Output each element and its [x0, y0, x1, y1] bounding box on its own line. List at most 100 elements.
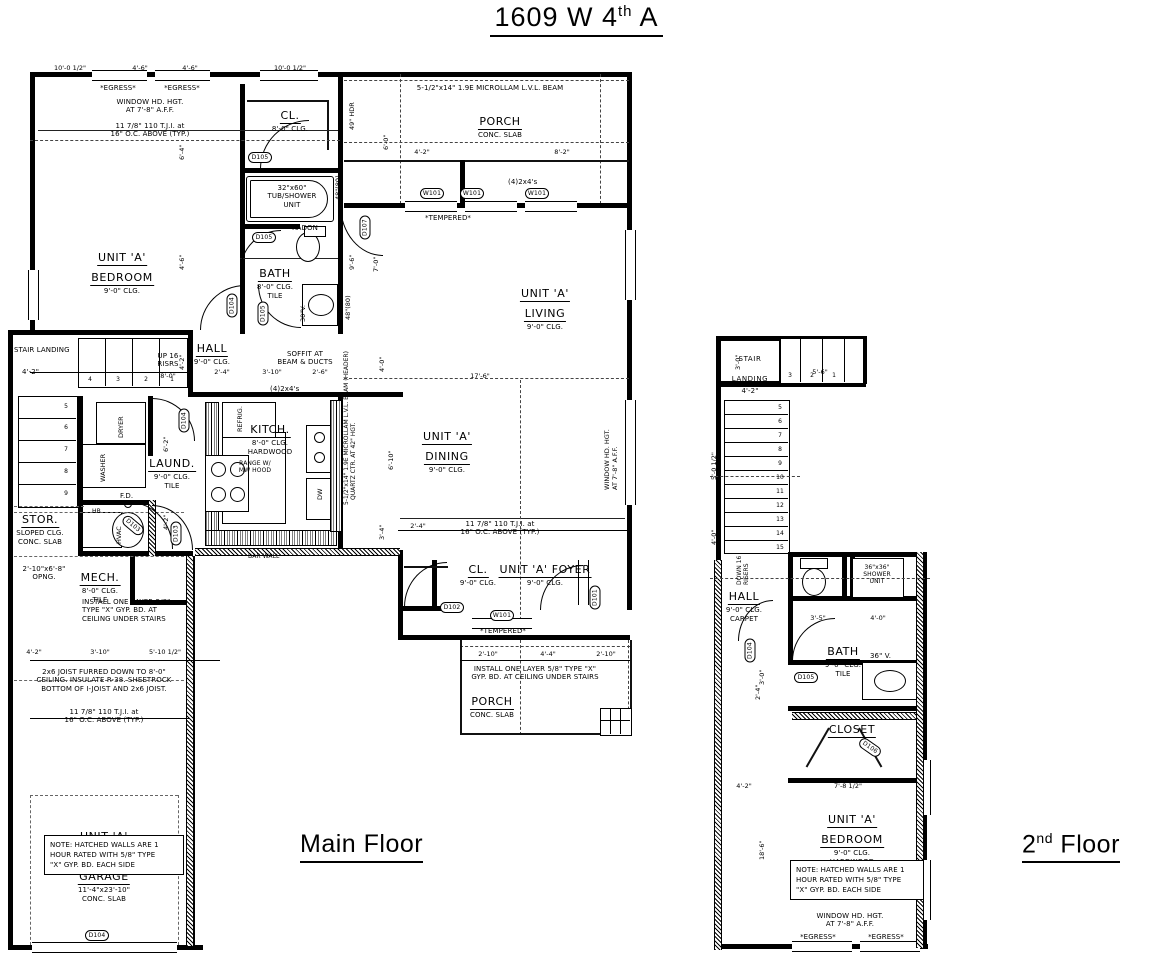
door-tag: D106: [857, 736, 883, 759]
joist-ref-line: [400, 518, 625, 519]
room-foyer: UNIT 'A' FOYER 9'-0" CLG.: [498, 558, 592, 588]
door-tag: D104: [744, 638, 756, 663]
room-sub: 9'-0" CLG.: [428, 466, 466, 474]
washer-label: WASHER: [99, 453, 107, 482]
room-living: UNIT 'A' LIVING 9'-0" CLG.: [519, 282, 571, 332]
wall: [398, 606, 446, 611]
stair-tread: [18, 462, 76, 463]
dimension-vertical: 18'-6": [758, 840, 766, 860]
room-sub: CONC. SLAB: [477, 131, 523, 139]
gyp-ceiling-note: INSTALL ONE LAYER 5/8" TYPE "X" GYP. BD.…: [471, 665, 599, 682]
stair-tread: [159, 338, 160, 386]
dryer-label: DRYER: [117, 416, 125, 438]
toilet-tank: [304, 226, 326, 237]
room-closet-foyer: CL. 9'-0" CLG.: [460, 558, 496, 588]
door-tag: D101: [589, 585, 601, 610]
vanity-label: 30"V.: [299, 305, 307, 322]
storage-outline: [14, 512, 184, 513]
room-name: UNIT 'A': [96, 251, 148, 266]
wall: [398, 635, 630, 640]
stair-tread: [844, 338, 845, 382]
tempered-label: *TEMPERED*: [479, 627, 527, 635]
dimension-line: [30, 718, 190, 719]
main-floor-plan: UNIT 'A' BEDROOM 9'-0" CLG. UNIT 'A' LIV…: [8, 64, 636, 953]
dimension: 4'-2": [414, 148, 430, 156]
joist-furring-note: 2x6 JOIST FURRED DOWN TO 8'-0" CEILING. …: [36, 668, 172, 693]
lvl-beam-note: 5-1/2"x14" 1.9E MICROLLAM L.V.L. BEAM: [416, 84, 564, 92]
stoop-line: [610, 708, 611, 734]
room-sub: 11'-4"x23'-10" CONC. SLAB: [77, 886, 131, 903]
room-sub: 8'-0" CLG. TILE: [256, 283, 294, 300]
porch-ref: [344, 142, 629, 143]
wall: [78, 551, 193, 556]
wall-line: [240, 258, 338, 259]
wall: [922, 552, 927, 948]
room-sub: 9'-0" CLG.: [459, 579, 497, 587]
dimension-vertical: 4'-2": [162, 514, 170, 530]
second-floor-tail: Floor: [1052, 830, 1120, 859]
up-risers-label: UP 16 RISRS: [157, 352, 179, 369]
wall: [8, 330, 13, 950]
rated-wall-note-box: NOTE: HATCHED WALLS ARE 1 HOUR RATED WIT…: [44, 835, 184, 876]
dimension-vertical: 4'-2": [178, 354, 186, 370]
main-floor-caption-text: Main Floor: [300, 830, 424, 858]
sink-basin: [314, 452, 325, 463]
dimension: 2'-4": [410, 522, 426, 530]
stair-tread: [105, 338, 106, 386]
dishwasher-label: DW: [316, 488, 324, 500]
porch-edge: [460, 640, 462, 735]
dimension: 4'-6": [182, 64, 198, 72]
room-storage: STOR. SLOPED CLG. CONC. SLAB: [16, 508, 63, 547]
sink-basin: [314, 432, 325, 443]
door-tag: D104: [85, 930, 109, 941]
stair-landing-label: STAIR LANDING: [14, 346, 70, 354]
window: [28, 270, 39, 320]
refrigerator: [222, 402, 276, 438]
garage-outline: [30, 795, 178, 796]
window: [405, 201, 457, 212]
burner: [230, 462, 245, 477]
room-sub: 9'-0" CLG. TILE: [824, 661, 862, 678]
room-name: UNIT 'A': [826, 813, 878, 828]
dimension: 5'-6": [812, 368, 828, 376]
dimension: 4'-0": [870, 614, 886, 622]
wall: [788, 596, 926, 601]
dimension-line: [30, 372, 190, 373]
porch-ref: [400, 74, 401, 204]
tji-note: 11 7/8" 110 T.J.I. at 16" O.C. ABOVE (TY…: [110, 122, 190, 139]
room-name: KITCH.: [249, 423, 291, 438]
door-swing: [200, 285, 245, 330]
bar-wall-label: BAR WALL: [248, 553, 280, 560]
stair-tread-number: 10: [776, 474, 784, 481]
door-tag: D103: [170, 521, 182, 546]
room-sub: CONC. SLAB: [469, 711, 515, 719]
stair-tread: [724, 456, 788, 457]
dimension-vertical: 2'-4": [754, 684, 762, 700]
room-stair-landing-2nd: STAIR LANDING 4'-2": [731, 346, 769, 396]
stair-tread-number: 2: [810, 372, 814, 379]
reference-line: [520, 380, 521, 630]
window-head-note: WINDOW HD. HGT. AT 7'-8" A.F.F.: [116, 98, 184, 115]
second-floor-num: 2: [1022, 830, 1037, 859]
window: [465, 201, 517, 212]
garage-outline: [14, 680, 189, 681]
sheet-title: 1609 W 4th A: [0, 2, 1153, 37]
room-bedroom-2nd: UNIT 'A' BEDROOM 9'-0" CLG. HARDWOOD: [820, 808, 884, 867]
dimension-vertical: 48"(80): [334, 175, 342, 200]
wall: [130, 551, 135, 603]
door-tag: D105: [252, 232, 276, 243]
wall: [130, 600, 192, 605]
window-tag: W101: [525, 188, 549, 199]
title-tail: A: [632, 2, 659, 32]
egress-label: *EGRESS*: [800, 933, 836, 941]
stair-tread-number: 9: [64, 490, 68, 497]
rated-wall: [195, 548, 400, 556]
stair-tread-number: 4: [88, 376, 92, 383]
window: [625, 230, 636, 300]
wall: [240, 84, 245, 334]
dryer: [96, 402, 146, 444]
stair-run-long: [724, 400, 790, 554]
wall: [398, 550, 403, 640]
closet-rod: [327, 100, 329, 150]
stoop-line: [620, 708, 621, 734]
